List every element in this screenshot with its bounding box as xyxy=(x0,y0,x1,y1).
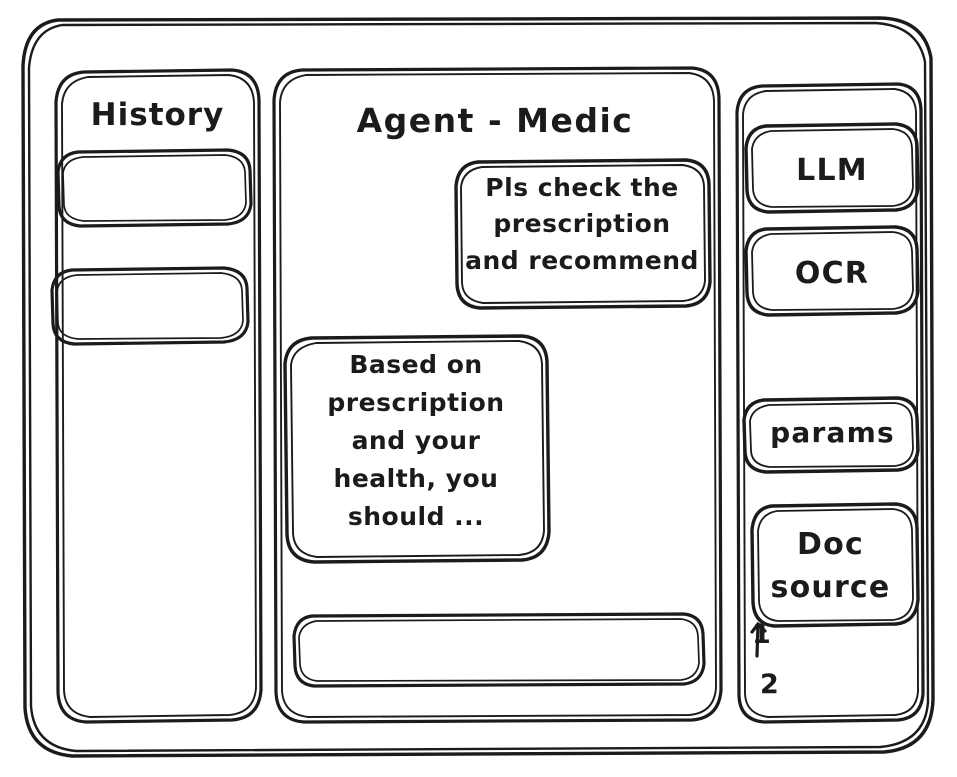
tool-button-ocr[interactable]: OCR xyxy=(794,256,870,291)
tool-button-params[interactable]: params xyxy=(770,416,895,449)
history-item-2[interactable] xyxy=(52,272,242,340)
doc-source-marker-1[interactable]: 1 xyxy=(752,619,772,650)
tool-button-llm[interactable]: LLM xyxy=(796,153,868,188)
user-message-bubble: Pls check the prescription and recommend xyxy=(465,173,699,275)
tool-button-doc-source[interactable]: Doc source xyxy=(770,527,891,605)
history-panel-title: History xyxy=(90,97,225,133)
assistant-message-bubble: Based on prescription and your health, y… xyxy=(327,350,505,531)
history-item-1[interactable] xyxy=(58,152,248,224)
doc-source-marker-2[interactable]: 2 xyxy=(760,669,780,700)
composer-input[interactable] xyxy=(296,618,700,682)
agent-title: Agent - Medic xyxy=(356,101,634,140)
